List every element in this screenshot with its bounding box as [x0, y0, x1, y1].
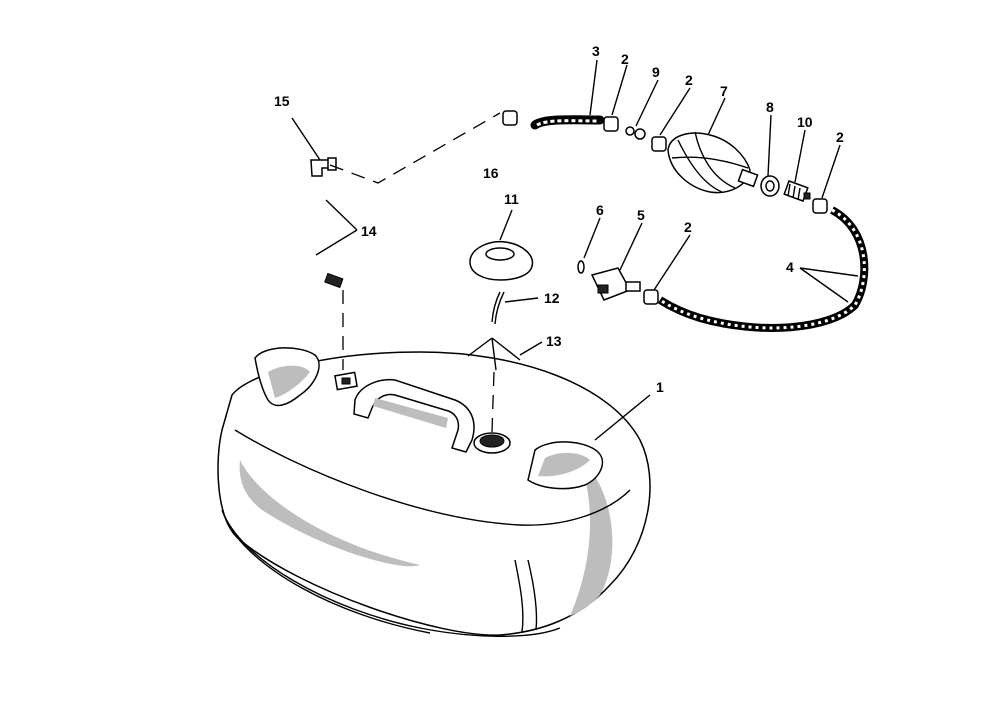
callout-7: 7 — [720, 83, 728, 99]
tank-pickup-fitting-center — [341, 377, 351, 385]
tank-rear-handle-shade — [268, 365, 310, 398]
check-valve-9 — [625, 126, 635, 136]
callout-4: 4 — [786, 259, 794, 275]
assembly-guide-lines — [329, 112, 501, 433]
callout-2d: 2 — [684, 219, 692, 235]
tank-bottom-rim-inner — [225, 519, 431, 634]
primer-bulb-7 — [667, 131, 759, 194]
callout-13: 13 — [546, 333, 562, 349]
tank-rear-shade — [239, 460, 420, 567]
o-ring-6 — [577, 260, 585, 274]
cap-retainer-spring — [467, 337, 521, 371]
callout-1: 1 — [656, 379, 664, 395]
tank-carry-handle-shade — [373, 398, 448, 428]
tank-corner-line-2 — [527, 559, 538, 631]
callout-11: 11 — [504, 191, 519, 207]
tank-carry-handle — [353, 378, 475, 453]
cap-retainer-chain — [491, 291, 505, 325]
callout-2c: 2 — [836, 129, 844, 145]
leader-lines — [291, 59, 859, 441]
tank-front-handle-shade — [538, 452, 590, 477]
tank-top-edge — [234, 429, 631, 526]
filler-cap — [469, 240, 534, 281]
dashline-15-16 — [329, 112, 501, 184]
pickup-elbow — [310, 159, 331, 177]
clamp-2c — [812, 198, 828, 214]
tank-corner-line — [514, 559, 524, 633]
connector-10 — [783, 180, 811, 202]
pickup-elbow-nut — [327, 157, 337, 171]
callout-2a: 2 — [621, 51, 629, 67]
clamp-2d — [643, 289, 659, 305]
fuel-line-assembly — [502, 110, 869, 332]
connector-5 — [590, 267, 641, 301]
hose-4 — [657, 206, 869, 332]
filler-cap-assembly — [467, 240, 534, 371]
pickup-tube-threaded-end — [324, 272, 344, 289]
fuel-tank — [217, 347, 651, 637]
callout-16: 16 — [483, 165, 499, 181]
dashline-13-tank — [491, 371, 495, 433]
callout-6: 6 — [596, 202, 604, 218]
callout-12: 12 — [544, 290, 560, 306]
tank-bottom-rim — [221, 509, 561, 637]
callout-5: 5 — [637, 207, 645, 223]
nut-16 — [502, 110, 518, 126]
tank-filler-neck-opening — [479, 434, 505, 448]
callout-3: 3 — [592, 43, 600, 59]
callout-2b: 2 — [685, 72, 693, 88]
pickup-tube-assembly — [305, 157, 344, 289]
filler-cap-knob — [485, 247, 515, 261]
clamp-2a — [603, 116, 619, 132]
callout-10: 10 — [797, 114, 813, 130]
callout-15: 15 — [274, 93, 290, 109]
tank-side-shade — [570, 470, 613, 616]
callout-14: 14 — [361, 223, 377, 239]
callout-labels: 1 2 2 2 2 3 4 5 6 7 8 9 10 11 12 13 14 1… — [274, 43, 844, 395]
check-valve-9b — [634, 128, 646, 140]
callout-9: 9 — [652, 64, 660, 80]
callout-8: 8 — [766, 99, 774, 115]
clamp-2b — [651, 136, 667, 152]
